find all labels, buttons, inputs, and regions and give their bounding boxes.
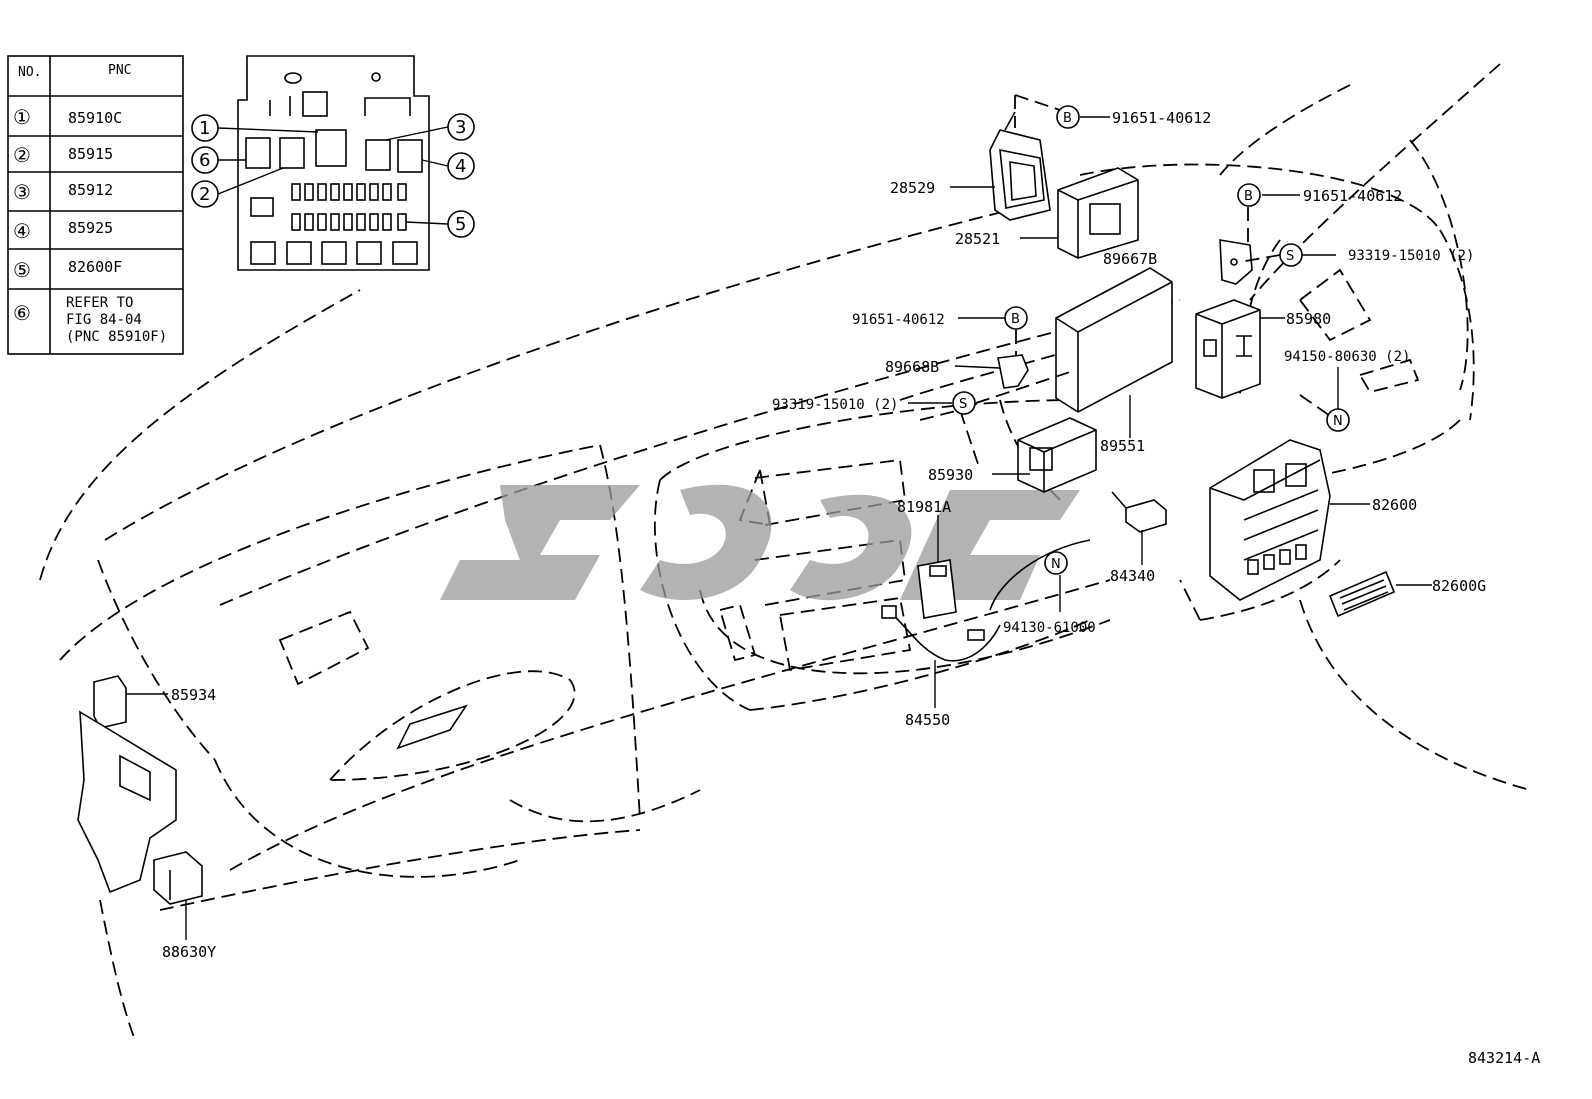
part-label: 28521 bbox=[955, 230, 1000, 248]
symbol-markers: B B S B S N N bbox=[952, 105, 1350, 575]
part-labels: 91651-40612 28529 28521 91651-40612 8966… bbox=[162, 109, 1540, 1067]
part-label: 88630Y bbox=[162, 943, 216, 961]
part-label: 84340 bbox=[1110, 567, 1155, 585]
part-label: 85930 bbox=[928, 466, 973, 484]
part-label: 82600 bbox=[1372, 496, 1417, 514]
module-28521 bbox=[1057, 167, 1139, 259]
table-row-no: ② bbox=[13, 143, 31, 167]
inset-callout-3: 3 bbox=[455, 117, 466, 138]
symbol-s-label: S bbox=[1286, 249, 1294, 264]
symbol-s-marker bbox=[1279, 243, 1303, 267]
part-label: 28529 bbox=[890, 179, 935, 197]
part-label: 94130-61000 bbox=[1003, 620, 1096, 636]
symbol-b-label: B bbox=[1063, 111, 1072, 126]
table-row-pnc: 85915 bbox=[68, 145, 113, 163]
table-row-no: ⑥ bbox=[13, 301, 31, 325]
symbol-b-label: B bbox=[1244, 189, 1253, 204]
symbol-n-label: N bbox=[1333, 414, 1343, 429]
part-label: 93319-15010 (2) bbox=[1348, 248, 1474, 264]
inset-callout-6: 6 bbox=[199, 150, 210, 171]
part-label: 89667B bbox=[1103, 250, 1157, 268]
table-row-pnc: 85925 bbox=[68, 219, 113, 237]
symbol-s-label: S bbox=[959, 397, 967, 412]
symbol-b-marker bbox=[1056, 105, 1080, 129]
relay-4 bbox=[397, 139, 423, 173]
fuse-row-upper bbox=[291, 183, 407, 201]
inset-callout-1: 1 bbox=[199, 118, 210, 139]
pnc-table: NO. PNC ① 85910C ② 85915 ③ 85912 ④ 85925… bbox=[7, 55, 184, 355]
bracket-89668b bbox=[997, 354, 1029, 389]
symbol-b-label: B bbox=[1011, 312, 1020, 327]
bracket-assembly-lower-left bbox=[77, 710, 177, 894]
part-label: 91651-40612 bbox=[1303, 187, 1402, 205]
relay-81981a bbox=[917, 559, 957, 619]
junction-block-82600 bbox=[1209, 439, 1331, 601]
bracket-89667b bbox=[1219, 239, 1253, 285]
junction-block-outline bbox=[237, 55, 430, 271]
part-label: 91651-40612 bbox=[1112, 109, 1211, 127]
table-row-pnc: 82600F bbox=[68, 258, 122, 276]
table-row-pnc-line: REFER TO bbox=[66, 295, 133, 311]
part-label: 85934 bbox=[171, 686, 216, 704]
pnc-table-header-no: NO. bbox=[18, 65, 41, 80]
symbol-b-marker bbox=[1004, 306, 1028, 330]
inset-callout-5: 5 bbox=[455, 214, 466, 235]
part-label: 91651-40612 bbox=[852, 312, 945, 328]
part-label: 89551 bbox=[1100, 437, 1145, 455]
symbol-s-marker bbox=[952, 391, 976, 415]
inset-callout-2: 2 bbox=[199, 184, 210, 205]
table-row-pnc-line: (PNC 85910F) bbox=[66, 329, 167, 345]
symbol-n-marker bbox=[1326, 408, 1350, 432]
leader-lines bbox=[126, 94, 1432, 940]
bracket-28529 bbox=[989, 111, 1051, 221]
part-label: 93319-15010 (2) bbox=[772, 397, 898, 413]
watermark-logo bbox=[440, 484, 1080, 601]
relay-88630y bbox=[153, 851, 203, 905]
relay-1 bbox=[315, 129, 347, 167]
relay-3 bbox=[365, 139, 391, 171]
part-label: 82600G bbox=[1432, 577, 1486, 595]
part-label: 89668B bbox=[885, 358, 939, 376]
table-row-no: ⑤ bbox=[13, 258, 31, 282]
pnc-table-header-pnc: PNC bbox=[108, 63, 131, 78]
symbol-n-label: N bbox=[1051, 557, 1061, 572]
table-row-pnc: 85912 bbox=[68, 181, 113, 199]
table-row-no: ④ bbox=[13, 219, 31, 243]
part-label: 85980 bbox=[1286, 310, 1331, 328]
table-row-no: ① bbox=[13, 105, 31, 129]
relay-6 bbox=[245, 137, 271, 169]
junction-block-inset: 1 6 2 3 4 5 bbox=[191, 55, 475, 271]
relay-85930 bbox=[1017, 417, 1097, 493]
table-row-pnc: 85910C bbox=[68, 109, 122, 127]
relay-85934 bbox=[93, 675, 127, 729]
figure-id: 843214-A bbox=[1468, 1049, 1540, 1067]
switch-84340 bbox=[1111, 491, 1167, 533]
symbol-n-marker bbox=[1044, 551, 1068, 575]
cover-82600g bbox=[1328, 570, 1396, 618]
pnc-table-border bbox=[7, 55, 184, 355]
symbol-b-marker bbox=[1237, 183, 1261, 207]
part-label: 84550 bbox=[905, 711, 950, 729]
table-row-pnc-line: FIG 84-04 bbox=[66, 312, 142, 328]
relay-2 bbox=[279, 137, 305, 169]
part-label: 94150-80630 (2) bbox=[1284, 349, 1410, 365]
fuse-row-lower bbox=[291, 213, 407, 231]
table-row-no: ③ bbox=[13, 180, 31, 204]
inset-callout-4: 4 bbox=[455, 156, 466, 177]
harness-84550 bbox=[881, 539, 1091, 662]
part-label: 81981A bbox=[897, 498, 951, 516]
ecu-89551 bbox=[1055, 267, 1173, 413]
relay-85980 bbox=[1195, 299, 1261, 399]
